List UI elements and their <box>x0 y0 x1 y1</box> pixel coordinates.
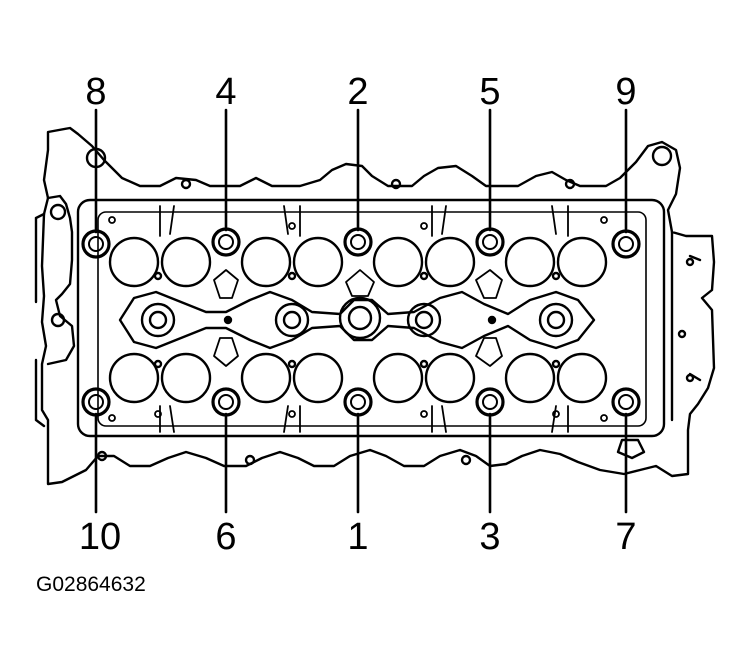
valve-ports-top <box>108 236 608 288</box>
head-bolt-1 <box>343 387 373 417</box>
boss-hole <box>96 450 108 462</box>
boss-hole <box>244 454 256 466</box>
callout-bottom-1: 10 <box>79 516 121 558</box>
left-upper-hole <box>49 203 67 221</box>
head-bolt-5 <box>475 227 505 257</box>
boss-hole <box>180 178 192 190</box>
callout-bottom-4: 3 <box>479 516 500 558</box>
boss-hole <box>460 454 472 466</box>
journal-separators <box>159 205 569 433</box>
right-side-hole-2 <box>677 329 687 339</box>
right-upper-hole <box>651 145 673 167</box>
valve-ports-bottom <box>108 352 608 404</box>
cylinder-head-outline <box>40 126 716 486</box>
boss-hole <box>564 178 576 190</box>
valve-deck <box>76 198 666 438</box>
callout-bottom-3: 1 <box>347 516 368 558</box>
right-side-hole-3 <box>685 373 695 383</box>
right-side-hole-1 <box>685 257 695 267</box>
callout-top-5: 9 <box>615 71 636 113</box>
figure-id: G02864632 <box>36 573 146 596</box>
head-bolt-10 <box>81 387 111 417</box>
callout-bottom-5: 7 <box>615 516 636 558</box>
head-bolt-6 <box>211 387 241 417</box>
right-end-detail <box>670 230 702 422</box>
callout-top-4: 5 <box>479 71 500 113</box>
spark-plug-bosses <box>118 271 596 369</box>
callout-top-2: 4 <box>215 71 236 113</box>
callout-bottom-2: 6 <box>215 516 236 558</box>
leader-lines <box>94 108 628 514</box>
left-end-detail <box>46 194 76 366</box>
deck-holes <box>108 216 608 422</box>
head-bolt-9 <box>611 229 641 259</box>
head-bolt-3 <box>475 387 505 417</box>
head-bolt-2 <box>343 227 373 257</box>
left-end-block <box>34 212 46 428</box>
head-bolt-4 <box>211 227 241 257</box>
cam-lobes <box>213 269 503 367</box>
valve-deck-inner <box>97 211 647 427</box>
boss-hole <box>390 178 402 190</box>
head-bolt-7 <box>611 387 641 417</box>
callout-top-3: 2 <box>347 71 368 113</box>
head-bolt-8 <box>81 229 111 259</box>
right-lower-pad <box>616 438 646 460</box>
left-middle-hole <box>50 312 66 328</box>
callout-top-1: 8 <box>85 71 106 113</box>
